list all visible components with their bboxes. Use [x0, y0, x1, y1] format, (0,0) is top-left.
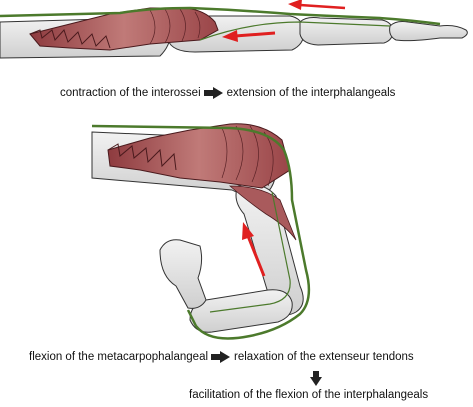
tendon-pull-arrow-flexed: [242, 222, 266, 277]
muscle-serrations: [29, 29, 111, 49]
distal-phalanx-bone-flexed: [159, 239, 207, 309]
interosseous-muscle-flexed: [107, 123, 291, 189]
bottom-caption-result-line: facilitation of the flexion of the inter…: [189, 389, 428, 401]
flexed-finger-illustration: [91, 123, 311, 340]
top-caption-cause: contraction of the interossei: [60, 87, 201, 99]
top-caption: contraction of the interossei extension …: [60, 87, 395, 99]
bottom-caption-cause: flexion of the metacarpophalangeal: [29, 351, 209, 363]
extensor-hood: [228, 185, 297, 241]
extended-finger-illustration: [0, 0, 468, 59]
distal-phalanx-bone: [389, 21, 468, 42]
bottom-caption-result: facilitation of the flexion of the inter…: [189, 389, 429, 401]
bottom-caption: flexion of the metacarpophalangeal relax…: [29, 351, 414, 363]
lateral-band-flexed: [209, 191, 291, 313]
middle-phalanx-bone: [299, 17, 394, 46]
right-arrow-icon: [203, 87, 224, 99]
top-caption-effect: extension of the interphalangeals: [226, 87, 396, 99]
muscle-fibres: [149, 8, 201, 45]
extensor-tendon: [0, 6, 441, 26]
middle-phalanx-bone-flexed: [189, 289, 293, 333]
extensor-tendon-flexed: [91, 124, 311, 340]
proximal-phalanx-bone-flexed: [235, 183, 304, 316]
lateral-band: [199, 21, 391, 41]
down-arrow-icon: [310, 371, 322, 387]
tendon-pull-arrow-lower: [222, 30, 276, 42]
right-arrow-icon: [211, 351, 231, 363]
muscle-serrations-flexed: [107, 143, 177, 171]
bottom-caption-effect: relaxation of the extenseur tendons: [234, 351, 414, 363]
tendon-pull-arrow-upper: [288, 0, 346, 10]
